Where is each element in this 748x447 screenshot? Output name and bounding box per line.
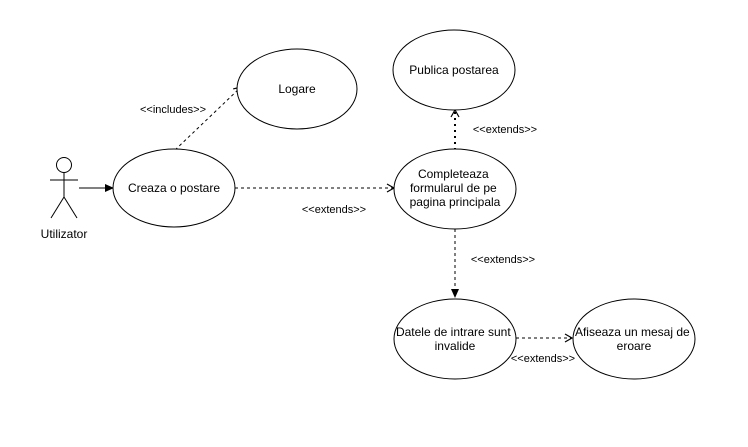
usecase-completeaza-line-2: formularul de pe	[410, 181, 497, 195]
usecase-datele-invalide[interactable]: Datele de intrare sunt invalide	[393, 298, 517, 380]
usecase-publica-postarea[interactable]: Publica postarea	[392, 29, 516, 111]
svg-text:Completeaza formularul: Completeaza formularul de pe pagina prin…	[410, 167, 501, 209]
svg-text:Datele de intrare sunt i: Datele de intrare sunt invalide	[396, 325, 514, 353]
svg-text:Publica postarea: Publica postarea	[409, 63, 499, 77]
usecase-logare-line: Logare	[278, 82, 316, 96]
usecase-datele-line-2: invalide	[435, 339, 476, 353]
usecase-afiseaza-line-2: eroare	[617, 339, 652, 353]
usecase-afiseaza-line-1: Afiseaza un mesaj de	[575, 325, 690, 339]
usecase-publica-line: Publica postarea	[409, 63, 499, 77]
label-extends-completeaza: <<extends>>	[302, 204, 366, 216]
actor-right-leg	[63, 196, 78, 219]
actor-left-leg	[50, 196, 65, 219]
usecase-creaza-o-postare[interactable]: Creaza o postare	[112, 148, 236, 228]
actor-utilizator[interactable]: Utilizator	[41, 157, 88, 242]
actor-label: Utilizator	[41, 227, 88, 241]
svg-text:Logare: Logare	[278, 82, 316, 96]
label-includes-logare: <<includes>>	[140, 104, 206, 116]
usecase-logare[interactable]: Logare	[236, 48, 358, 130]
usecase-afiseaza-eroare[interactable]: Afiseaza un mesaj de eroare	[572, 298, 696, 380]
usecase-completeaza-line-1: Completeaza	[418, 167, 489, 181]
relation-creaza-logare	[174, 86, 242, 151]
svg-text:Afiseaza un mesaj de ero: Afiseaza un mesaj de eroare	[575, 325, 693, 353]
svg-text:Creaza o postare: Creaza o postare	[128, 181, 220, 195]
usecase-completeaza-line-3: pagina principala	[410, 195, 501, 209]
usecase-creaza-line: Creaza o postare	[128, 181, 220, 195]
label-extends-afiseaza: <<extends>>	[511, 353, 575, 365]
label-extends-publica: <<extends>>	[473, 124, 537, 136]
label-extends-datele: <<extends>>	[471, 254, 535, 266]
actor-head	[56, 157, 72, 173]
usecase-datele-line-1: Datele de intrare sunt	[396, 325, 511, 339]
usecase-completeaza-formularul[interactable]: Completeaza formularul de pe pagina prin…	[393, 148, 517, 230]
